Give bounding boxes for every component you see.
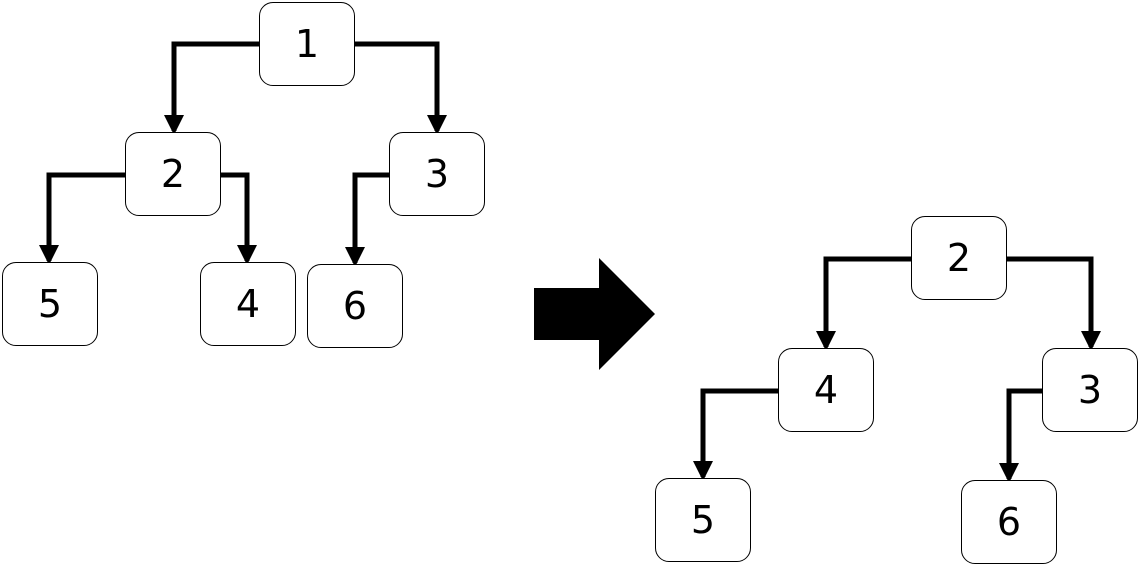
after-node-4: 4 bbox=[778, 348, 874, 432]
edge-2-to-5 bbox=[39, 172, 125, 265]
edge-after-3-to-6 bbox=[999, 388, 1042, 483]
after-node-6: 6 bbox=[961, 480, 1057, 564]
edge-2-to-4 bbox=[221, 172, 257, 265]
edge-1-to-3 bbox=[355, 41, 447, 135]
before-node-3: 3 bbox=[389, 132, 485, 216]
after-node-3: 3 bbox=[1042, 348, 1138, 432]
before-node-5: 5 bbox=[2, 262, 98, 346]
right-arrow-icon bbox=[534, 258, 655, 370]
before-node-1: 1 bbox=[259, 2, 355, 86]
edge-3-to-6 bbox=[345, 172, 389, 267]
before-node-2: 2 bbox=[125, 132, 221, 216]
edge-after-2-to-3 bbox=[1007, 256, 1101, 351]
after-node-2: 2 bbox=[911, 216, 1007, 300]
edge-after-2-to-4 bbox=[816, 256, 911, 351]
edge-1-to-2 bbox=[164, 41, 259, 135]
before-node-6: 6 bbox=[307, 264, 403, 348]
after-node-5: 5 bbox=[655, 478, 751, 562]
before-node-4: 4 bbox=[200, 262, 296, 346]
edge-after-4-to-5 bbox=[693, 388, 778, 481]
